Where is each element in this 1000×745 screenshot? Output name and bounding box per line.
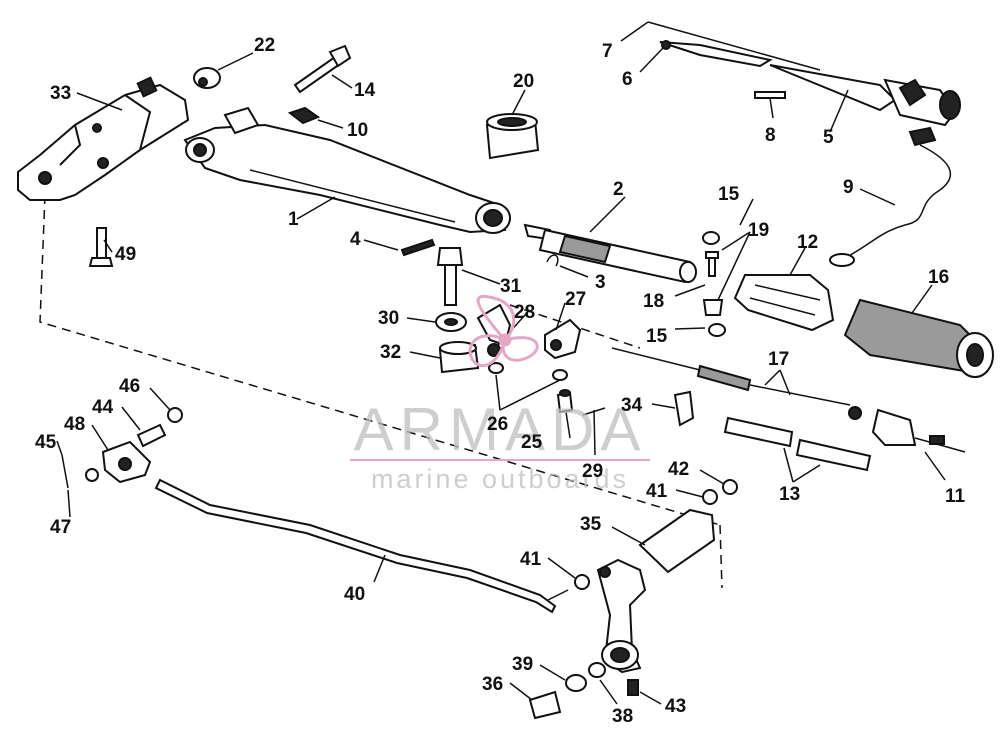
- part-35-shift-lever: [596, 508, 716, 674]
- callout-16: 16: [928, 267, 949, 288]
- watermark: ARMADA marine outboards: [350, 294, 650, 494]
- part-48-ball-socket: [101, 440, 152, 484]
- callout-34: 34: [621, 395, 643, 416]
- callout-19: 19: [748, 220, 769, 241]
- callout-32: 32: [380, 342, 401, 363]
- callout-33: 33: [50, 83, 71, 104]
- part-1-tiller-arm: [183, 106, 511, 234]
- part-32-spacer: [438, 341, 480, 374]
- part-22-washer: [193, 67, 221, 89]
- callout-49: 49: [115, 244, 136, 265]
- callout-48: 48: [64, 414, 85, 435]
- part-46-nut: [167, 407, 183, 423]
- callout-35: 35: [580, 514, 602, 535]
- leader-lines: [56, 21, 946, 705]
- callout-4: 4: [350, 229, 361, 250]
- callout-5: 5: [823, 127, 834, 148]
- callout-43: 43: [665, 696, 686, 717]
- part-2-throttle-shaft: [523, 223, 697, 284]
- callout-27: 27: [565, 289, 586, 310]
- watermark-subtitle: marine outboards: [371, 464, 629, 494]
- callout-10: 10: [347, 120, 368, 141]
- callout-12: 12: [797, 232, 818, 253]
- callout-31: 31: [500, 276, 522, 297]
- callout-14: 14: [354, 80, 376, 101]
- part-16-throttle-grip: [843, 298, 994, 378]
- part-45-cotter-pin: [61, 454, 69, 489]
- part-38-spacer: [588, 662, 606, 678]
- callout-46: 46: [119, 376, 140, 397]
- part-42-nut: [722, 479, 738, 495]
- callout-30: 30: [378, 308, 399, 329]
- part-18-19-screw: [702, 251, 724, 316]
- callout-29: 29: [582, 461, 603, 482]
- callout-28: 28: [514, 302, 535, 323]
- part-15-nut-top: [702, 231, 720, 245]
- part-3-spring: [546, 254, 559, 267]
- part-39-washer: [565, 674, 587, 692]
- part-47-washer: [85, 468, 99, 482]
- part-17-throttle-cable: [611, 347, 862, 420]
- callout-25: 25: [521, 432, 543, 453]
- callout-22: 22: [254, 35, 275, 56]
- part-10-clip: [287, 106, 321, 125]
- callout-labels: 1 2 3 4 5 6 7 8 9 10 11 12 13 14 15 15 1…: [35, 35, 966, 727]
- callout-11: 11: [945, 486, 966, 507]
- callout-41-upper: 41: [646, 481, 668, 502]
- callout-45: 45: [35, 432, 57, 453]
- part-5-switch: [769, 64, 961, 127]
- part-41-nut-upper: [702, 489, 718, 505]
- part-12-grip-housing: [733, 274, 835, 332]
- callout-9: 9: [843, 177, 854, 198]
- callout-40: 40: [344, 584, 365, 605]
- part-41-nut-lower: [574, 574, 590, 590]
- callout-15-top: 15: [718, 184, 740, 205]
- part-13-tubes: [723, 416, 872, 472]
- callout-18: 18: [643, 291, 664, 312]
- part-14-bolt: [293, 44, 352, 94]
- part-9-lanyard: [829, 126, 952, 267]
- watermark-logo: [468, 294, 539, 368]
- part-31-bolt: [436, 247, 464, 306]
- callout-39: 39: [512, 654, 533, 675]
- callout-1: 1: [288, 209, 299, 230]
- callout-8: 8: [765, 125, 776, 146]
- part-26-washers: [488, 362, 568, 381]
- part-49-bolt: [88, 227, 114, 267]
- callout-15-bottom: 15: [646, 326, 668, 347]
- part-15-nut-bottom: [708, 323, 726, 337]
- callout-36: 36: [482, 674, 503, 695]
- callout-47: 47: [50, 517, 71, 538]
- callout-6: 6: [622, 69, 633, 90]
- part-44-stud: [136, 423, 167, 448]
- callout-44: 44: [92, 397, 114, 418]
- part-33-bracket: [17, 76, 190, 201]
- callout-42: 42: [668, 459, 689, 480]
- part-30-washer: [435, 312, 467, 332]
- callout-26: 26: [487, 414, 508, 435]
- part-40-shift-rod: [154, 478, 569, 614]
- callout-17: 17: [768, 349, 789, 370]
- part-6-7-lever: [647, 21, 821, 71]
- watermark-title: ARMADA: [354, 396, 647, 463]
- callout-41-lower: 41: [520, 549, 542, 570]
- part-25-screw: [556, 389, 574, 414]
- callout-38: 38: [612, 706, 633, 727]
- part-8-pin: [754, 91, 786, 99]
- part-27-link: [544, 318, 582, 360]
- part-36-bolt: [528, 690, 562, 720]
- callout-2: 2: [613, 179, 624, 200]
- part-4-pin: [400, 238, 436, 257]
- callout-3: 3: [595, 272, 606, 293]
- callout-13: 13: [779, 484, 800, 505]
- callout-20: 20: [513, 71, 534, 92]
- part-34-clip: [673, 390, 695, 427]
- callout-7: 7: [602, 41, 613, 62]
- part-11-cable-end: [871, 408, 966, 453]
- part-43-fitting: [627, 679, 639, 696]
- part-20-bushing: [485, 113, 540, 160]
